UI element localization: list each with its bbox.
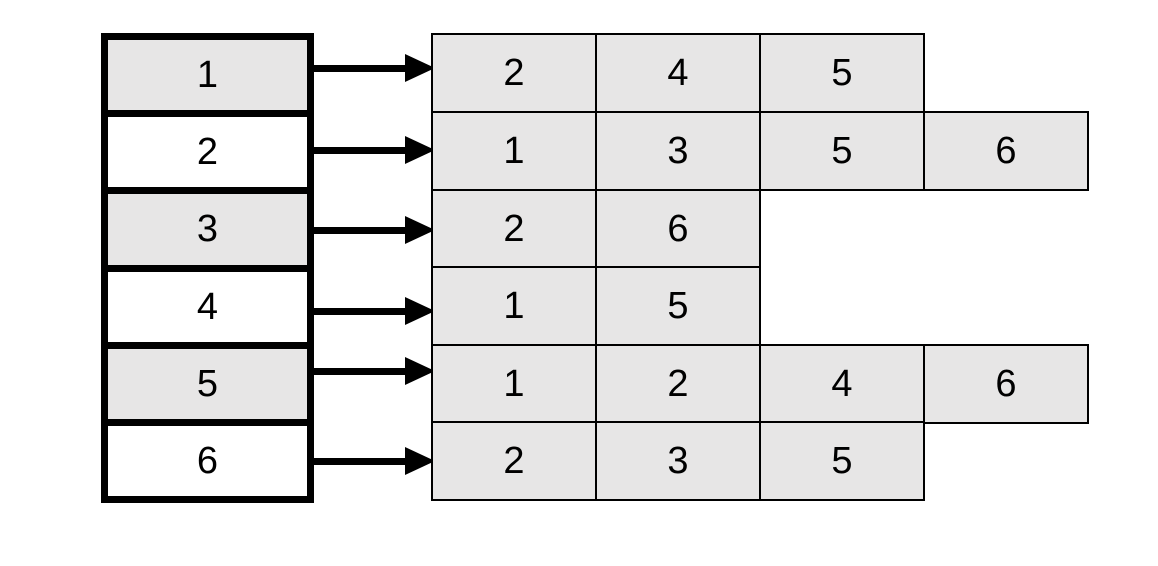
arrow-icon-6 xyxy=(312,447,435,475)
adjacency-cell: 3 xyxy=(595,421,761,501)
adjacency-cell: 5 xyxy=(595,266,761,346)
arrow-icon-3 xyxy=(312,216,435,244)
vertex-label-3: 3 xyxy=(196,208,219,251)
vertex-label-2: 2 xyxy=(196,131,219,174)
adjacency-cell: 5 xyxy=(759,33,925,113)
adjacency-cell: 2 xyxy=(595,344,761,424)
arrow-shaft xyxy=(312,307,408,315)
arrow-shaft xyxy=(312,367,408,375)
adjacency-row-1: 2 4 5 xyxy=(431,33,925,113)
arrow-head xyxy=(405,447,435,475)
adjacency-cell: 1 xyxy=(431,266,597,346)
adjacency-cell: 1 xyxy=(431,344,597,424)
vertex-cell-4: 4 xyxy=(108,264,307,342)
adjacency-row-3: 2 6 xyxy=(431,189,761,269)
arrow-shaft xyxy=(312,457,408,465)
adjacency-cell: 4 xyxy=(595,33,761,113)
adjacency-row-5: 1 2 4 6 xyxy=(431,344,1089,424)
adjacency-cell: 2 xyxy=(431,189,597,269)
vertex-label-4: 4 xyxy=(196,285,219,328)
arrow-icon-1 xyxy=(312,54,435,82)
adjacency-cell: 2 xyxy=(431,421,597,501)
arrow-head xyxy=(405,216,435,244)
arrow-shaft xyxy=(312,146,408,154)
adjacency-row-2: 1 3 5 6 xyxy=(431,111,1089,191)
adjacency-cell: 5 xyxy=(759,111,925,191)
vertex-cell-6: 6 xyxy=(108,418,307,497)
adjacency-row-6: 2 3 5 xyxy=(431,421,925,501)
adjacency-cell: 1 xyxy=(431,111,597,191)
adjacency-cell: 2 xyxy=(431,33,597,113)
vertex-cell-3: 3 xyxy=(108,187,307,265)
vertex-cell-1: 1 xyxy=(108,40,307,111)
arrow-shaft xyxy=(312,64,408,72)
arrow-icon-2 xyxy=(312,136,435,164)
adjacency-cell: 5 xyxy=(759,421,925,501)
adjacency-cell: 6 xyxy=(923,344,1089,424)
adjacency-cell: 3 xyxy=(595,111,761,191)
vertex-cell-5: 5 xyxy=(108,341,307,419)
vertex-label-1: 1 xyxy=(196,54,219,97)
arrow-icon-4 xyxy=(312,297,435,325)
arrow-icon-5 xyxy=(312,357,435,385)
arrow-head xyxy=(405,357,435,385)
arrow-head xyxy=(405,297,435,325)
vertex-list: 1 2 3 4 5 6 xyxy=(101,33,314,503)
arrow-head xyxy=(405,136,435,164)
vertex-label-6: 6 xyxy=(196,439,219,482)
adjacency-cell: 4 xyxy=(759,344,925,424)
vertex-cell-2: 2 xyxy=(108,110,307,188)
adjacency-cell: 6 xyxy=(923,111,1089,191)
arrow-shaft xyxy=(312,226,408,234)
arrow-head xyxy=(405,54,435,82)
adjacency-row-4: 1 5 xyxy=(431,266,761,346)
adjacency-cell: 6 xyxy=(595,189,761,269)
vertex-label-5: 5 xyxy=(196,362,219,405)
